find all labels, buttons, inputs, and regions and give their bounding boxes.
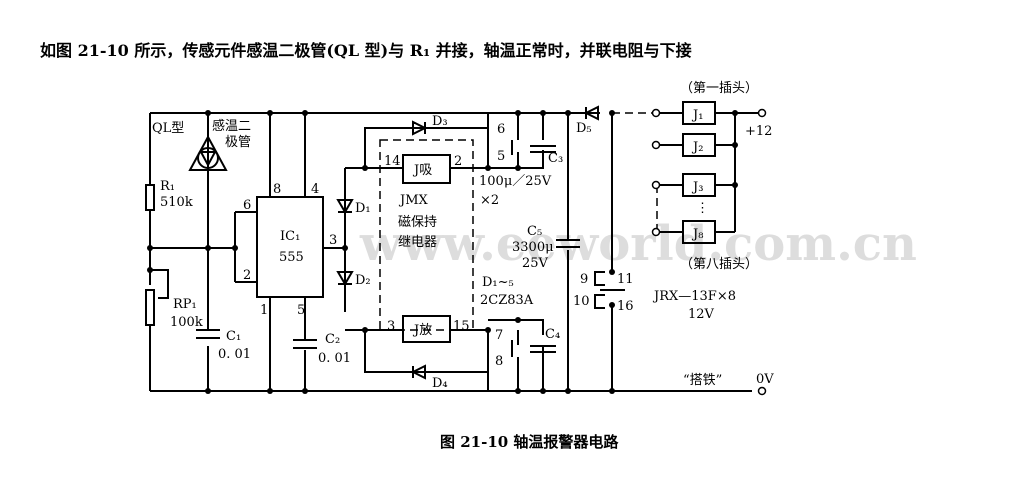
ic-555	[256, 196, 324, 298]
wires	[149, 112, 760, 392]
labels: QL型 感温二 极管 R₁ 510k RP₁ 100k C₁ 0. 01 C₂ …	[152, 81, 774, 391]
j8-label: J₈	[691, 227, 703, 242]
r1-val-label: 510k	[160, 195, 193, 210]
vdots-label: ⋮	[696, 201, 709, 216]
capacitors-c3-c4-c5	[511, 140, 580, 357]
relay-contacts	[594, 271, 625, 309]
j2-label: J₂	[691, 140, 703, 155]
d4-label: D₄	[432, 376, 448, 391]
terminal-8[interactable]	[651, 227, 661, 237]
j-release-label: J放	[412, 323, 432, 338]
terminal-3[interactable]	[651, 180, 661, 190]
p8-label: 8	[495, 354, 503, 369]
ic-type-label: 555	[279, 250, 304, 265]
pin5-label: 5	[297, 303, 305, 318]
pin8-label: 8	[273, 182, 281, 197]
components	[145, 101, 767, 396]
plug-first-label: （第一插头）	[680, 81, 758, 96]
pin1-label: 1	[260, 303, 268, 318]
ql-label: QL型	[152, 121, 184, 136]
relay-j8	[682, 220, 716, 244]
p3-label: 3	[387, 319, 395, 334]
c2-label: C₂	[325, 332, 340, 347]
p6-label: 6	[497, 122, 505, 137]
p14-label: 14	[384, 154, 401, 169]
c5-val-label: 3300μ	[512, 240, 554, 255]
d1-label: D₁	[355, 201, 371, 216]
watermark: www.eeworld.com.cn	[359, 216, 917, 272]
p5-label: 5	[497, 149, 505, 164]
p9-label: 9	[580, 272, 588, 287]
relay1-label: 磁保持	[398, 215, 437, 230]
rp1-label: RP₁	[173, 297, 197, 312]
diodes-d3-d4	[410, 120, 428, 380]
resistor-r1	[145, 184, 155, 211]
relay-coil-release	[402, 315, 451, 343]
c4-label: C₄	[545, 327, 560, 342]
c1-label: C₁	[226, 329, 241, 344]
r1-label: R₁	[160, 179, 175, 194]
intro-text: 如图 21-10 所示，传感元件感温二极管(QL 型)与 R₁ 并接，轴温正常时…	[40, 41, 692, 60]
diode-d5	[583, 105, 599, 121]
terminal-1[interactable]	[651, 108, 661, 118]
pin2-label: 2	[243, 268, 251, 283]
c1-val-label: 0. 01	[218, 347, 251, 362]
d3-label: D₃	[432, 114, 448, 129]
zero-v-label: 0V	[756, 372, 774, 387]
d2-label: D₂	[355, 273, 371, 288]
jrx-v-label: 12V	[688, 307, 715, 322]
jmx-label: JMX	[398, 193, 429, 208]
relay2-label: 继电器	[398, 235, 437, 250]
potentiometer-rp1[interactable]	[145, 289, 155, 326]
pin6-label: 6	[243, 198, 251, 213]
p10-label: 10	[573, 294, 590, 309]
pin3-label: 3	[329, 233, 337, 248]
diodes-d1-d2	[336, 199, 354, 286]
plus12-label: +12	[745, 124, 772, 139]
p7-label: 7	[495, 328, 503, 343]
terminal-0v[interactable]	[757, 386, 767, 396]
sensor2-label: 极管	[225, 135, 251, 150]
sensor1-label: 感温二	[212, 118, 251, 134]
p15-label: 15	[453, 319, 470, 334]
c3-val-label: 100μ／25V	[479, 174, 552, 189]
p16-label: 16	[617, 299, 634, 314]
p11-label: 11	[617, 272, 634, 287]
c5-v-label: 25V	[522, 256, 549, 271]
ground-label: “搭铁”	[683, 372, 722, 388]
capacitors-c1-c2	[196, 329, 317, 349]
terminal-plus12[interactable]	[757, 108, 767, 118]
relay-j1	[682, 101, 716, 125]
p2-label: 2	[454, 154, 462, 169]
relay-j3	[682, 173, 716, 197]
terminal-2[interactable]	[651, 140, 661, 150]
c3-label: C₃	[548, 151, 563, 166]
rp1-val-label: 100k	[170, 315, 203, 330]
pin4-label: 4	[311, 182, 319, 197]
j3-label: J₃	[691, 180, 703, 195]
ic-label: IC₁	[280, 229, 300, 244]
c3-mult-label: ×2	[480, 193, 499, 208]
c2-val-label: 0. 01	[318, 351, 351, 366]
diode-type-label: 2CZ83A	[480, 293, 534, 308]
j1-label: J₁	[691, 108, 703, 123]
diodes-label: D₁~₅	[482, 275, 514, 290]
figure-caption: 图 21-10 轴温报警器电路	[440, 433, 619, 451]
jrx-label: JRX—13F×8	[652, 289, 736, 304]
plug-eighth-label: （第八插头）	[680, 257, 758, 272]
relay-coil-pull	[402, 154, 451, 184]
relay-j2	[682, 133, 716, 157]
d5-label: D₅	[576, 121, 592, 136]
j-pull-label: J吸	[412, 163, 432, 178]
c5-label: C₅	[527, 224, 542, 239]
